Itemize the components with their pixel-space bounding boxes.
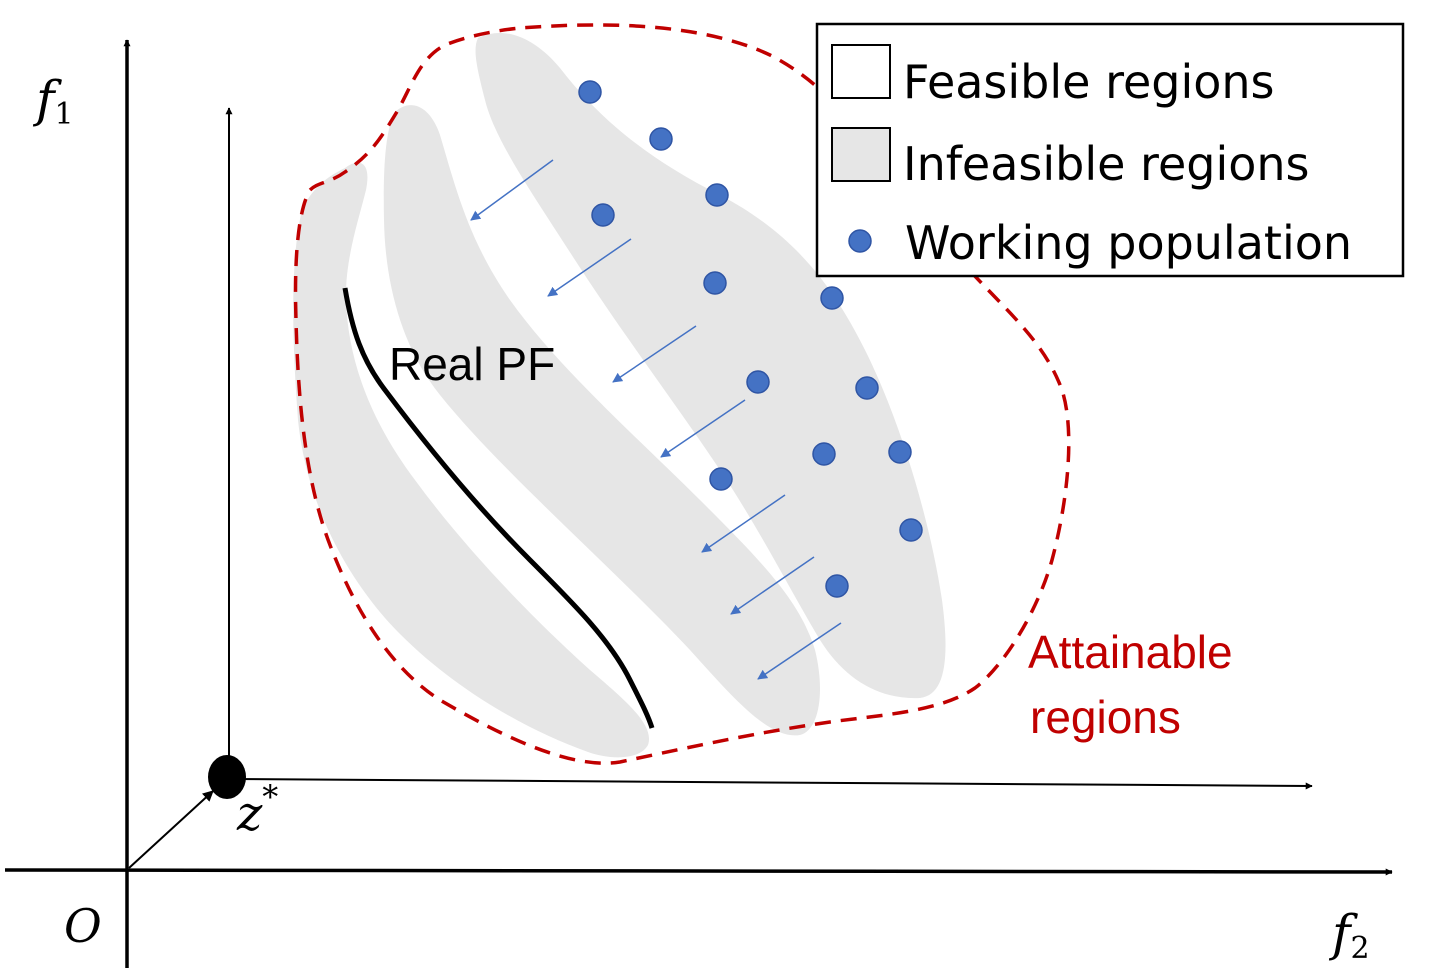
legend-feasible-swatch [831,44,891,99]
real-pf-label: Real PF [389,338,555,390]
population-dot [888,440,912,464]
infeasible-region-middle [383,105,820,736]
infeasible-region-right [475,32,946,699]
population-dot [703,271,727,295]
population-dot [578,80,602,104]
population-dot [746,370,770,394]
f1-axis-label: f1 [32,70,74,132]
population-dot [825,574,849,598]
population-dot [649,127,673,151]
legend-feasible-label: Feasible regions [903,55,1275,109]
population-dot [591,203,615,227]
legend-infeasible-swatch [831,127,891,182]
origin-label: O [64,899,102,953]
legend-box [815,22,1405,278]
population-dot [855,376,879,400]
population-dot [820,286,844,310]
legend-population-label: Working population [905,216,1352,270]
population-dot [899,518,923,542]
search-direction-arrows [470,159,842,680]
attainable-label-line2: regions [1030,691,1181,743]
infeasible-region-left [293,162,650,758]
population-dot [705,183,729,207]
ideal-point [208,755,246,799]
attainable-region-boundary [293,23,1071,765]
origin-to-zstar-arrow [128,790,214,869]
real-pf-curve [342,287,655,729]
attainable-label-line1: Attainable [1028,626,1233,678]
population-dot [709,467,733,491]
zstar-horizontal-axis [228,778,1313,790]
f2-axis [4,868,1393,876]
f2-axis-label: f2 [1328,904,1370,966]
ideal-point-label: z* [236,778,278,842]
legend-population-marker [848,229,872,253]
legend: Feasible regions Infeasible regions Work… [815,22,1405,278]
population-dot [812,442,836,466]
working-population [578,80,923,598]
legend-infeasible-label: Infeasible regions [903,137,1310,191]
